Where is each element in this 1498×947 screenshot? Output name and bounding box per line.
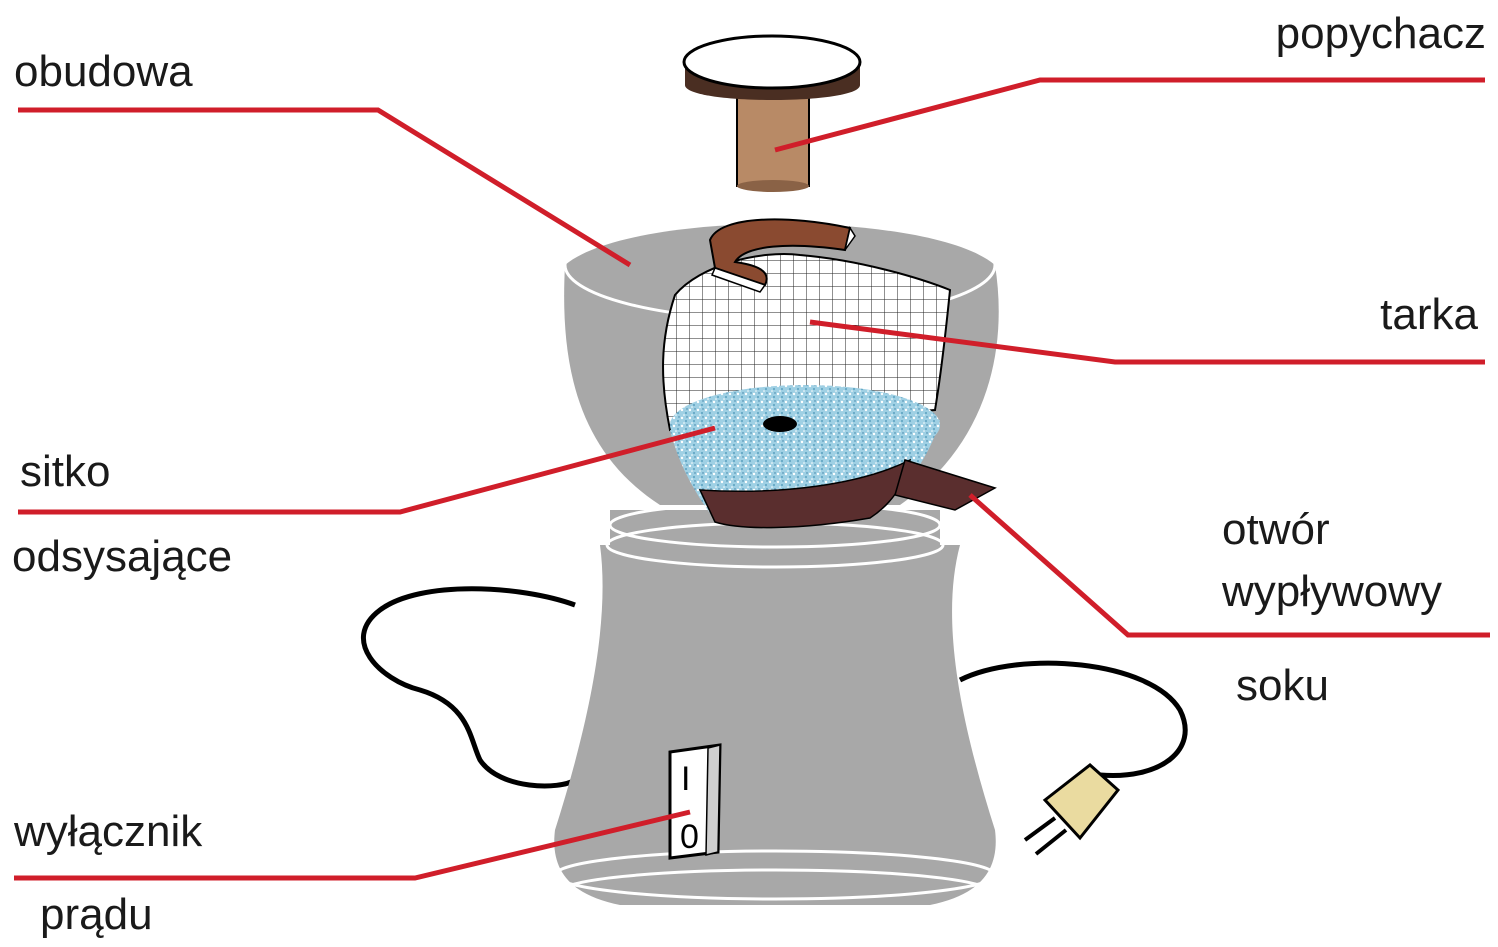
switch-on-symbol: I [681, 760, 690, 798]
label-sitko-line2: odsysające [12, 535, 232, 579]
power-cord [363, 589, 575, 786]
label-obudowa: obudowa [14, 50, 193, 94]
power-switch[interactable]: I 0 [670, 745, 720, 858]
label-tarka: tarka [1380, 293, 1478, 337]
leader-obudowa [18, 110, 630, 265]
label-wylacznik-line1: wyłącznik [14, 810, 202, 854]
label-otwor-line2: wypływowy [1222, 570, 1442, 614]
switch-off-symbol: 0 [680, 818, 699, 856]
label-popychacz: popychacz [1276, 12, 1486, 56]
label-wylacznik-line2: prądu [40, 893, 153, 937]
plug-icon [1025, 765, 1118, 854]
power-cord-right [960, 663, 1185, 775]
label-otwor-line1: otwór [1222, 508, 1330, 552]
label-otwor-line3: soku [1236, 664, 1329, 708]
leader-popychacz [775, 80, 1485, 150]
pusher [684, 36, 860, 192]
label-sitko-line1: sitko [20, 450, 110, 494]
